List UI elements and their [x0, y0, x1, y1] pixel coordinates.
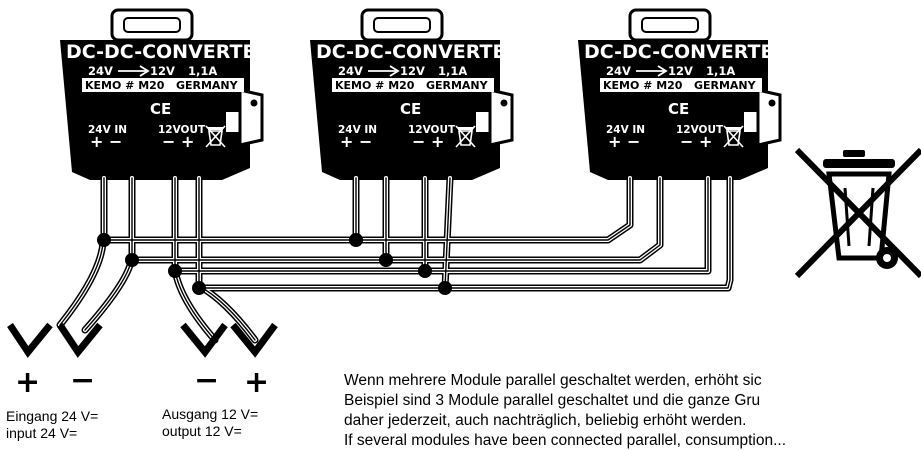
input-label-de: Eingang 24 V= [6, 408, 99, 424]
output-label-block: Ausgang 12 V= output 12 V= [162, 406, 258, 440]
junction-dot [97, 233, 111, 247]
junction-dot [168, 264, 182, 278]
terminal-out-minus: − [194, 363, 219, 398]
input-polarity: + − [90, 132, 122, 151]
terminal-in-minus: − [70, 363, 95, 398]
wiring [56, 174, 734, 344]
input-label: 24V IN [606, 124, 645, 136]
terminal-in-plus: + [15, 365, 40, 400]
arrow-down-icon [7, 322, 53, 358]
junction-dot [438, 281, 452, 295]
arrow-right-icon [389, 65, 400, 77]
output-label: 12VOUT [408, 124, 456, 136]
input-label: 24V IN [88, 124, 127, 136]
output-label-de: Ausgang 12 V= [162, 406, 259, 422]
module-kemo-line: KEMO # M20 GERMANY [603, 79, 757, 92]
module-spec-current: 1,1A [188, 64, 217, 78]
paragraph-line: Beispiel sind 3 Module parallel geschalt… [344, 392, 761, 409]
module-spec-out: 12V [668, 64, 693, 78]
terminal-out-plus: + [244, 365, 269, 400]
junction-dot [379, 253, 393, 267]
input-label-block: Eingang 24 V= input 24 V= [6, 408, 98, 442]
arrow-down-icon [230, 322, 278, 358]
module-spec-out: 12V [400, 64, 425, 78]
output-label: 12VOUT [676, 124, 724, 136]
junction-dot [125, 253, 139, 267]
module-title: DC-DC-CONVERTER [316, 41, 520, 63]
ce-mark: CE [668, 100, 689, 118]
module-kemo-line: KEMO # M20 GERMANY [335, 79, 489, 92]
input-polarity: + − [608, 132, 640, 151]
output-label: 12VOUT [158, 124, 206, 136]
input-label: 24V IN [338, 124, 377, 136]
output-polarity: − + [412, 132, 444, 151]
module-kemo-line: KEMO # M20 GERMANY [85, 79, 239, 92]
arrow-right-icon [139, 65, 150, 77]
output-polarity: − + [680, 132, 712, 151]
description-paragraph: Wenn mehrere Module parallel geschaltet … [344, 371, 921, 451]
output-polarity: − + [162, 132, 194, 151]
converter-module-1: DC-DC-CONVERTER 24V 12V 1,1A KEMO # M20 … [60, 8, 270, 180]
paragraph-line: Wenn mehrere Module parallel geschaltet … [344, 372, 762, 389]
module-title: DC-DC-CONVERTER [584, 41, 788, 63]
junction-dots [97, 233, 452, 295]
input-label-en: input 24 V= [6, 425, 78, 441]
module-spec-current: 1,1A [706, 64, 735, 78]
arrow-right-icon [657, 65, 668, 77]
ce-mark: CE [150, 100, 171, 118]
arrow-down-icon [57, 322, 103, 358]
terminal-arrows [7, 322, 278, 358]
converter-module-2: DC-DC-CONVERTER 24V 12V 1,1A KEMO # M20 … [310, 8, 520, 180]
crossed-out-wheelie-bin-icon [794, 147, 921, 279]
module-spec-in: 24V [338, 64, 363, 78]
ce-mark: CE [400, 100, 421, 118]
junction-dot [349, 233, 363, 247]
converter-module-3: DC-DC-CONVERTER 24V 12V 1,1A KEMO # M20 … [578, 8, 788, 180]
module-title: DC-DC-CONVERTER [66, 41, 270, 63]
paragraph-line: If several modules have been connected p… [344, 432, 787, 449]
junction-dot [192, 281, 206, 295]
paragraph-line: daher jederzeit, auch nachträglich, beli… [344, 412, 747, 429]
arrow-down-icon [180, 322, 228, 358]
input-polarity: + − [340, 132, 372, 151]
output-label-en: output 12 V= [162, 423, 242, 439]
module-spec-in: 24V [88, 64, 113, 78]
junction-dot [418, 264, 432, 278]
module-spec-in: 24V [606, 64, 631, 78]
module-spec-out: 12V [150, 64, 175, 78]
module-spec-current: 1,1A [438, 64, 467, 78]
